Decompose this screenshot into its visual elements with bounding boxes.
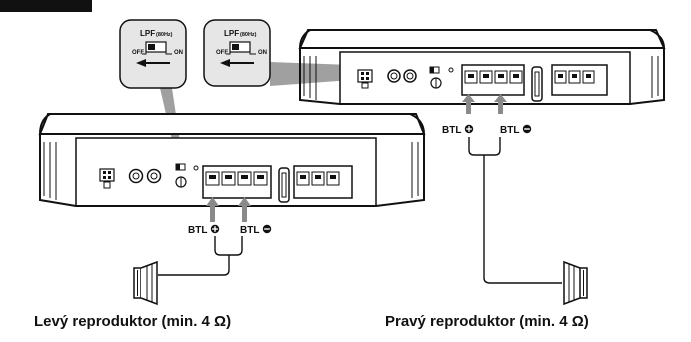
btl-plus-label: BTL: [188, 225, 207, 236]
lpf-off-label: OFF: [132, 50, 144, 56]
btl-minus-label: BTL: [240, 225, 259, 236]
speaker-wire-left: [158, 236, 243, 276]
section-tab: [0, 0, 92, 12]
wire-arrow-plus: [206, 197, 219, 222]
plus-symbol-icon: [464, 124, 474, 134]
wire-arrow-plus: [462, 94, 475, 114]
left-speaker-caption: Levý reproduktor (min. 4 Ω): [34, 313, 232, 330]
power-connector-icon: [357, 69, 373, 83]
lpf-label: LPF: [140, 29, 155, 38]
minus-symbol-icon: [262, 224, 272, 234]
lpf-label: LPF: [224, 29, 239, 38]
right-speaker-caption: Pravý reproduktor (min. 4 Ω): [385, 313, 589, 330]
minus-symbol-icon: [522, 124, 532, 134]
speaker-left-icon: [133, 260, 158, 306]
lpf-on-label: ON: [258, 50, 267, 56]
arrow-left-icon: [220, 59, 254, 67]
lpf-callout-left: LPF (80Hz) OFF ON: [119, 19, 187, 89]
lpf-frequency: (80Hz): [240, 32, 257, 38]
lpf-on-label: ON: [174, 50, 183, 56]
lpf-callout-right: LPF (80Hz) OFF ON: [203, 19, 271, 87]
right-amplifier: [298, 29, 666, 114]
left-amplifier: [38, 113, 426, 222]
plus-symbol-icon: [210, 224, 220, 234]
speaker-wire-right: [468, 137, 562, 284]
power-connector-icon: [99, 168, 115, 182]
speaker-right-icon: [563, 260, 588, 306]
arrow-left-icon: [136, 59, 170, 67]
lpf-frequency: (80Hz): [156, 32, 173, 38]
wire-arrow-minus: [238, 197, 251, 222]
wire-arrow-minus: [494, 94, 507, 114]
lpf-off-label: OFF: [216, 50, 228, 56]
btl-plus-label: BTL: [442, 125, 461, 136]
btl-minus-label: BTL: [500, 125, 519, 136]
